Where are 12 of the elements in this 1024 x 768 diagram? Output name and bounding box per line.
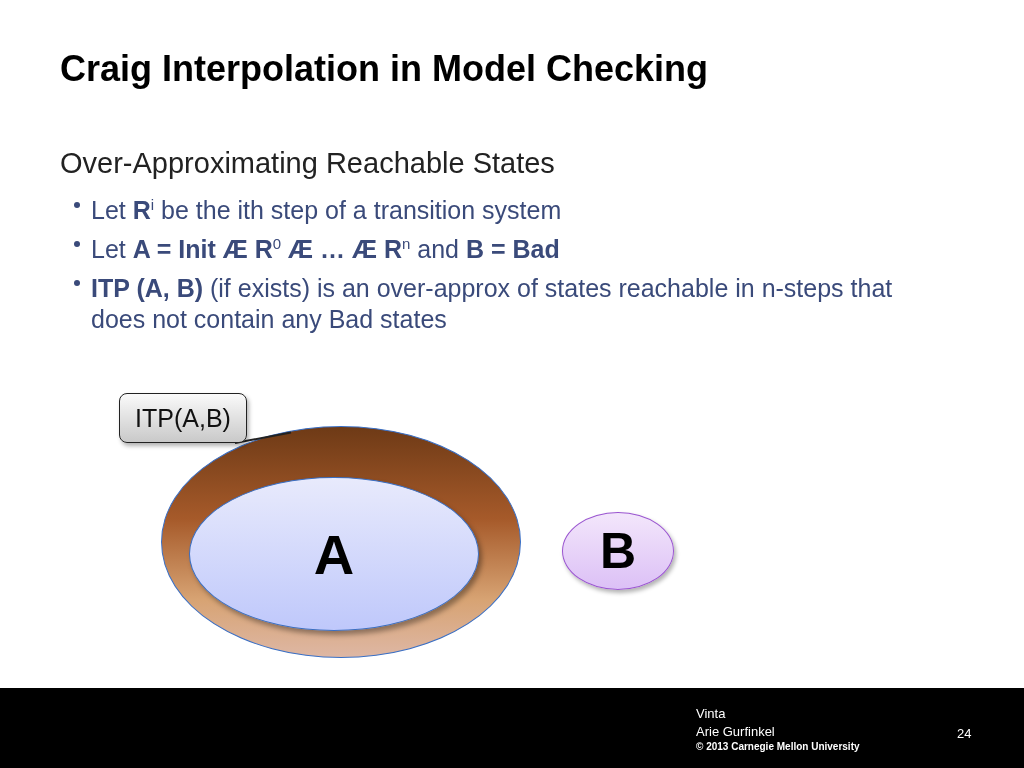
bullet-text: Let R$^{i}$ be the ith step of a transition system xyxy=(91,195,563,226)
footer-text: Vinta xyxy=(696,706,726,721)
bullet-text: Let A = Init Æ R$^{0}$ Æ … Æ R$^{n}$ and B = Bad xyxy=(91,234,561,265)
author-name: Arie Gurfinkel xyxy=(696,724,775,739)
callout-bubble: ITP(A,B) xyxy=(119,393,247,443)
small-ellipse: B xyxy=(562,512,674,590)
slide-title: Craig Interpolation in Model Checking xyxy=(60,48,709,90)
bullet-text: ITP (A, B) (if exists) is an over-approx of states reachable in n-steps that does not contain any Bad states xyxy=(91,273,894,335)
inner-ellipse: A xyxy=(189,477,479,631)
page-number: 24 xyxy=(957,726,972,741)
copyright-text: © 2013 Carnegie Mellon University xyxy=(696,741,860,752)
subtitle: Over-Approximating Reachable States xyxy=(60,147,555,180)
